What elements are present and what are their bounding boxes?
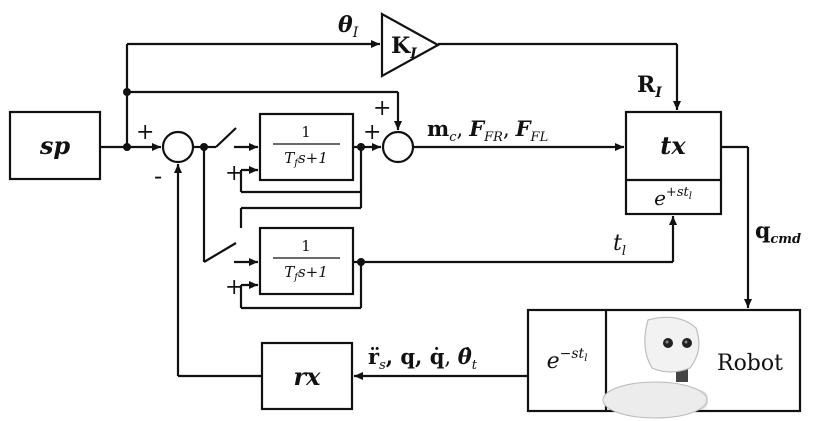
sp-label: sp <box>39 131 71 160</box>
plus-sign: + <box>225 275 243 300</box>
robot-image <box>602 316 708 419</box>
forces-label: mc,FFR,FFL <box>427 116 548 145</box>
filter-block-2 <box>258 226 355 296</box>
tl-label: tl <box>613 231 626 259</box>
junction-dots <box>123 88 365 266</box>
svg-text:1: 1 <box>301 123 311 141</box>
wires <box>100 40 752 380</box>
summing-junction-1 <box>161 130 195 164</box>
robot-delay: e−stl <box>547 346 588 374</box>
sp-block <box>8 110 102 181</box>
tx-block <box>624 110 723 216</box>
plus-sign: + <box>373 96 391 121</box>
svg-text:Tfs+1: Tfs+1 <box>284 263 328 283</box>
filter-2-tf: 1 Tfs+1 <box>273 237 340 283</box>
filter-1-tf: 1 Tfs+1 <box>273 123 340 169</box>
gain-block <box>380 12 441 78</box>
svg-text:1: 1 <box>301 237 311 255</box>
filter-block-1 <box>258 112 355 182</box>
R-label: RI <box>637 72 662 101</box>
rx-label: rx <box>294 362 322 391</box>
summing-junction-2 <box>381 130 415 164</box>
tx-label: tx <box>660 131 686 160</box>
qcmd-label: qcmd <box>755 218 801 247</box>
tx-delay: e+stl <box>654 185 692 210</box>
minus-sign: - <box>154 162 162 190</box>
svg-text:Tfs+1: Tfs+1 <box>284 149 328 169</box>
theta-label: θI <box>338 12 359 41</box>
plus-sign: + <box>136 120 154 145</box>
rx-signals-label: r̈s, q, q̇, θ̇t <box>368 344 478 373</box>
gain-label: KI <box>391 33 417 62</box>
rx-block <box>260 341 354 411</box>
robot-label: Robot <box>717 351 783 376</box>
plus-sign: + <box>363 120 381 145</box>
plus-sign: + <box>225 161 243 186</box>
